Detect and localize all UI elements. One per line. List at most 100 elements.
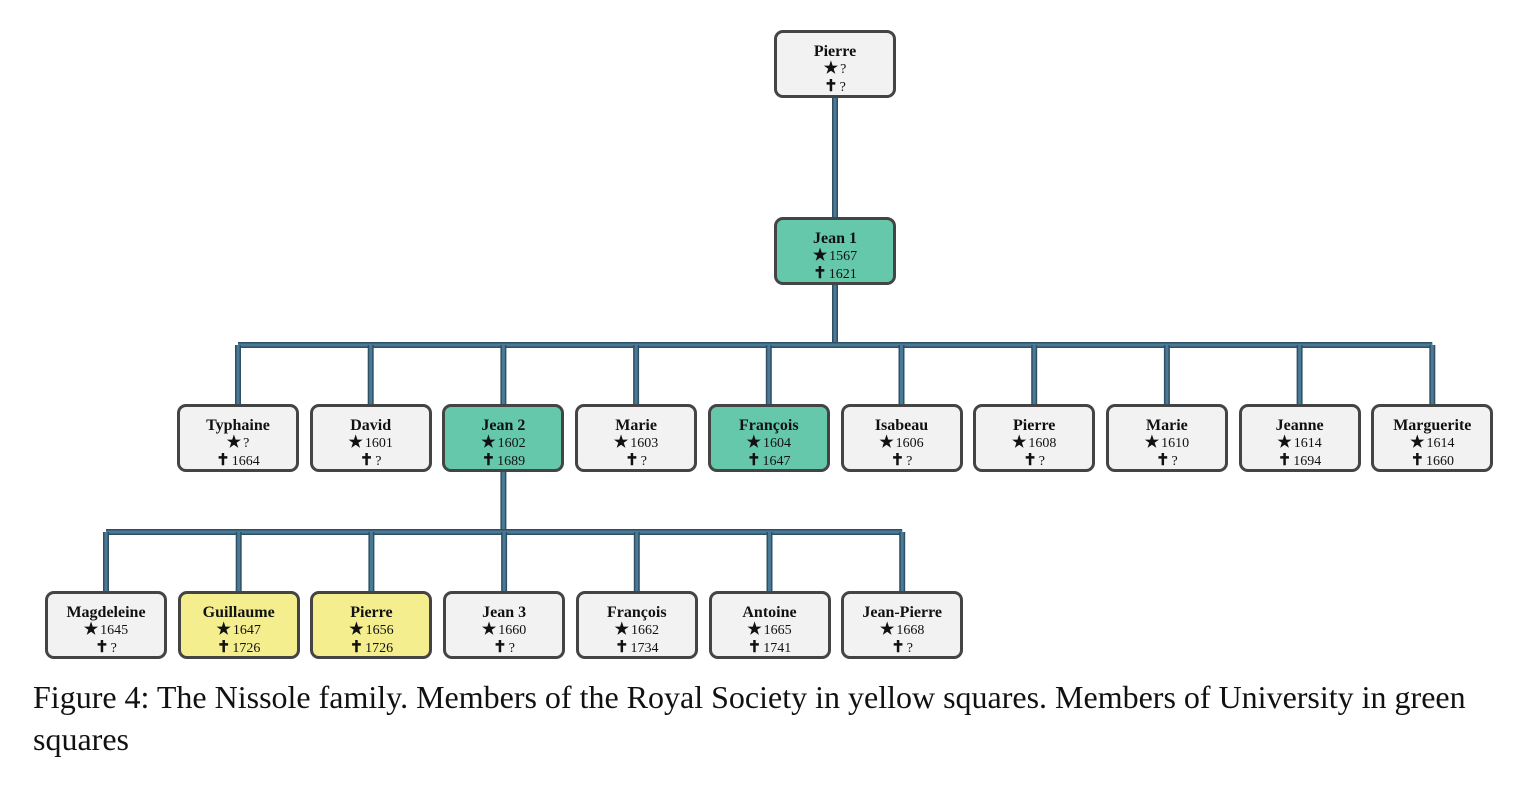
star-icon: ★	[1277, 434, 1292, 451]
star-icon: ★	[879, 434, 894, 451]
death-year: 1741	[763, 641, 792, 656]
star-icon: ★	[481, 434, 496, 451]
birth-row: ★1668	[844, 621, 960, 639]
star-icon: ★	[348, 434, 363, 451]
birth-year: 1604	[762, 436, 791, 451]
cross-icon: ✝	[625, 452, 639, 469]
death-year: ?	[839, 80, 846, 95]
cross-icon: ✝	[891, 639, 905, 656]
death-year: 1726	[232, 641, 261, 656]
death-year: ?	[508, 641, 515, 656]
person-node: François★1604✝1647	[707, 404, 830, 472]
person-name: Pierre	[350, 604, 393, 621]
person-name: Jean-Pierre	[862, 604, 943, 621]
person-name: Antoine	[742, 604, 797, 621]
person-name: Marguerite	[1393, 417, 1472, 434]
death-row: ✝1647	[711, 452, 827, 470]
person-name: Marie	[615, 417, 657, 434]
death-row: ✝?	[446, 639, 562, 657]
star-icon: ★	[812, 247, 828, 264]
birth-year: ?	[243, 436, 250, 451]
birth-year: 1668	[896, 623, 925, 638]
death-row: ✝?	[777, 78, 893, 96]
birth-row: ★1604	[711, 434, 827, 452]
person-node: Jean 2★1602✝1689	[442, 404, 565, 472]
cross-icon: ✝	[747, 639, 762, 656]
person-name: Typhaine	[206, 417, 270, 434]
birth-row: ★?	[180, 434, 296, 452]
cross-icon: ✝	[481, 452, 496, 469]
person-name: François	[607, 604, 667, 621]
death-year: ?	[1038, 454, 1045, 469]
person-node: David★1601✝?	[309, 404, 432, 472]
person-node: Marie★1610✝?	[1105, 404, 1228, 472]
death-year: ?	[640, 454, 647, 469]
birth-row: ★1606	[844, 434, 960, 452]
cross-icon: ✝	[615, 639, 629, 656]
birth-row: ★1608	[976, 434, 1092, 452]
death-row: ✝?	[976, 452, 1092, 470]
person-node: François★1662✝1734	[575, 591, 698, 659]
star-icon: ★	[349, 621, 364, 638]
birth-row: ★?	[777, 60, 893, 78]
death-year: 1647	[762, 454, 791, 469]
star-icon: ★	[823, 60, 839, 77]
person-name: Jean 3	[482, 604, 527, 621]
birth-row: ★1603	[578, 434, 694, 452]
person-name: Pierre	[1013, 417, 1056, 434]
cross-icon: ✝	[813, 265, 827, 282]
death-year: 1621	[828, 267, 857, 282]
birth-year: 1614	[1426, 436, 1455, 451]
cross-icon: ✝	[216, 452, 230, 469]
birth-year: 1662	[630, 623, 659, 638]
death-row: ✝1726	[181, 639, 297, 657]
star-icon: ★	[746, 434, 761, 451]
star-icon: ★	[614, 621, 629, 638]
birth-row: ★1662	[579, 621, 695, 639]
cross-icon: ✝	[493, 639, 507, 656]
death-row: ✝?	[48, 639, 164, 657]
death-year: 1689	[497, 454, 526, 469]
person-node: Pierre★1608✝?	[973, 404, 1096, 472]
death-year: 1660	[1426, 454, 1454, 469]
birth-year: ?	[840, 62, 847, 77]
birth-row: ★1645	[48, 621, 164, 639]
birth-year: 1656	[365, 623, 394, 638]
birth-year: 1647	[232, 623, 261, 638]
death-year: ?	[906, 641, 913, 656]
death-year: 1726	[365, 641, 394, 656]
death-year: ?	[906, 454, 913, 469]
death-row: ✝1621	[777, 265, 893, 283]
person-name: Jean 2	[481, 417, 526, 434]
death-year: 1694	[1293, 454, 1322, 469]
birth-row: ★1665	[712, 621, 828, 639]
birth-row: ★1567	[777, 247, 893, 265]
death-row: ✝?	[578, 452, 694, 470]
death-row: ✝1664	[180, 452, 296, 470]
star-icon: ★	[747, 621, 762, 638]
person-name: David	[350, 417, 392, 434]
cross-icon: ✝	[349, 639, 364, 656]
birth-year: 1608	[1028, 436, 1057, 451]
death-year: ?	[1171, 454, 1178, 469]
death-year: 1734	[630, 641, 659, 656]
person-node: Marguerite★1614✝1660	[1371, 404, 1494, 472]
person-name: Pierre	[813, 43, 857, 60]
cross-icon: ✝	[1156, 452, 1170, 469]
death-year: 1664	[231, 454, 260, 469]
person-node: Typhaine★?✝1664	[177, 404, 299, 472]
person-node: Antoine★1665✝1741	[708, 591, 831, 659]
birth-row: ★1610	[1109, 434, 1225, 452]
person-node: Magdeleine★1645✝?	[45, 591, 167, 659]
person-name: Guillaume	[202, 604, 275, 621]
person-name: Jeanne	[1275, 417, 1324, 434]
person-node: Pierre★1656✝1726	[310, 591, 433, 659]
birth-year: 1665	[763, 623, 792, 638]
cross-icon: ✝	[359, 452, 374, 469]
birth-row: ★1614	[1374, 434, 1490, 452]
person-node: Jean-Pierre★1668✝?	[841, 591, 964, 659]
person-node: Guillaume★1647✝1726	[177, 591, 300, 659]
person-name: Marie	[1146, 417, 1188, 434]
figure-caption: Figure 4: The Nissole family. Members of…	[33, 679, 1466, 757]
